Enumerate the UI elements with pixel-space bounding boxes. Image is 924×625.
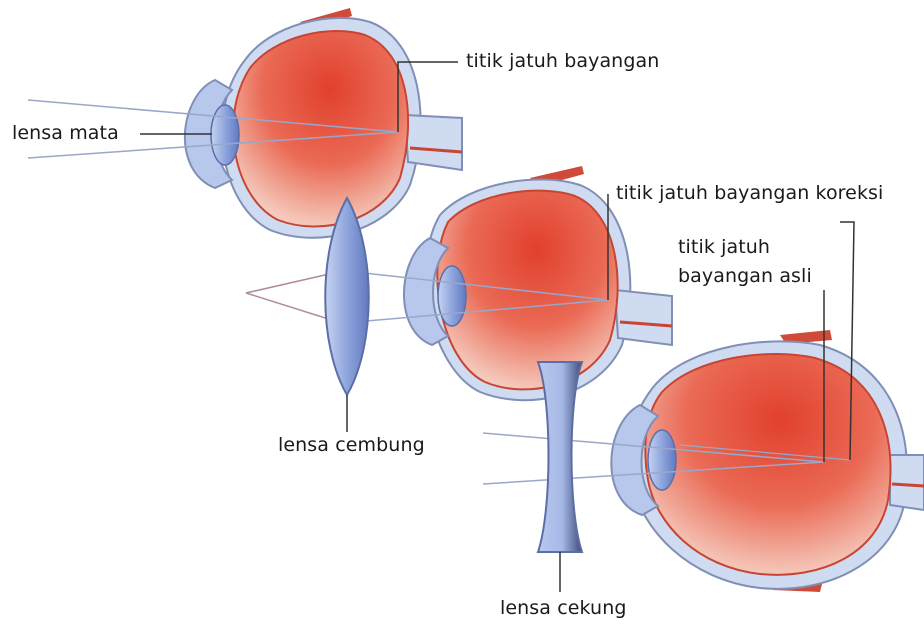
- eye-top-retina: [233, 31, 408, 227]
- eye-top-optic-nerve: [405, 115, 462, 170]
- concave-lens: [538, 362, 582, 552]
- label-lensa-mata: lensa mata: [12, 122, 119, 145]
- eye-middle-optic-nerve: [615, 290, 672, 345]
- eye-top-lens: [211, 105, 239, 165]
- label-lensa-cekung: lensa cekung: [500, 597, 627, 620]
- eye-bottom-nerve-line: [892, 484, 924, 486]
- eye-middle-ray-lower: [246, 293, 338, 322]
- label-titik-jatuh-bayangan: titik jatuh bayangan: [466, 50, 659, 73]
- eye-bottom-lens: [648, 430, 676, 490]
- eye-bottom-optic-nerve: [890, 455, 924, 510]
- eye-middle-ray-upper: [246, 272, 338, 293]
- eye-middle-lens: [438, 266, 466, 326]
- label-lensa-cembung: lensa cembung: [278, 434, 425, 457]
- label-titik-jatuh-bayangan-koreksi: titik jatuh bayangan koreksi: [616, 182, 883, 205]
- label-titik-jatuh: titik jatuh: [678, 236, 770, 259]
- label-bayangan-asli: bayangan asli: [678, 265, 812, 288]
